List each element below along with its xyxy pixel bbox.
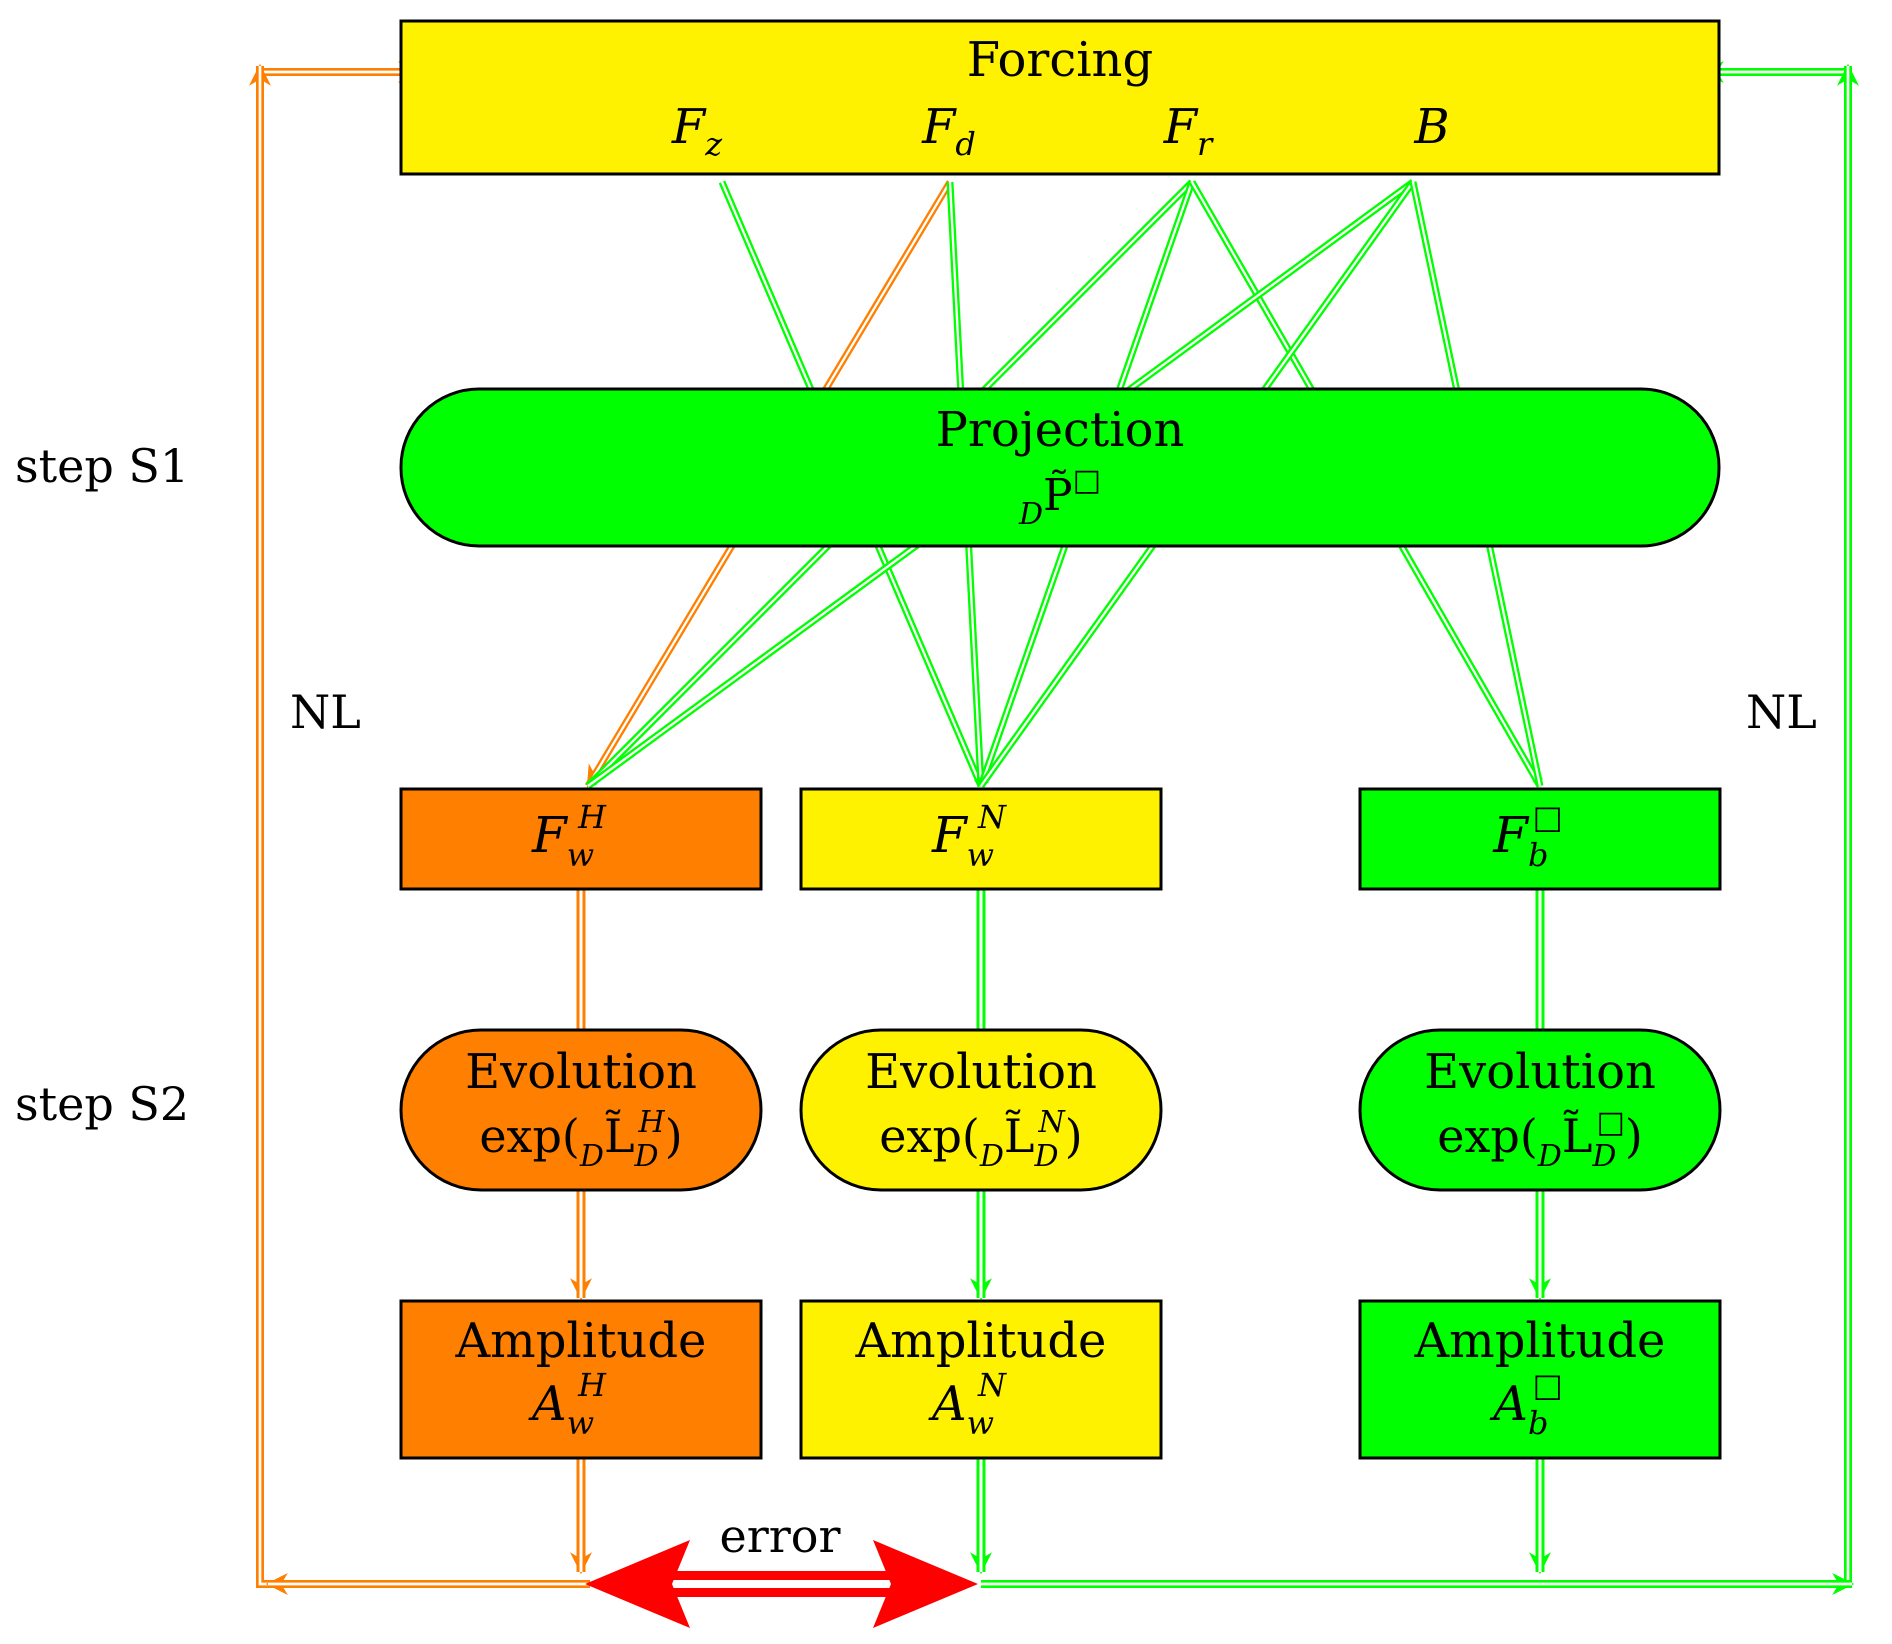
amplitude-title: Amplitude [455,1313,707,1369]
step-s2-label: step S2 [15,1077,189,1131]
nl-right-label: NL [1746,685,1817,739]
forcing-terms: Fz Fd Fr B [671,99,1450,163]
forcing-title: Forcing [967,32,1153,88]
amplitude-symbol: Ab□ [1489,1366,1562,1442]
component-forcing-box: Fb□ [1358,787,1722,891]
evolution-operator: exp(DL̃D□) [1437,1105,1643,1174]
forcing-term: Fd [921,99,976,163]
error-double-arrow [585,1540,978,1628]
component-forcing-box: FwN [799,787,1163,891]
forcing-term: B [1413,99,1449,155]
amplitude-symbol: AwN [928,1366,1007,1442]
projection-operator: DP̃□ [1018,463,1101,532]
component-forcing-label: Fb□ [1492,798,1562,874]
component-forcing-label: FwN [931,798,1007,874]
evolution-title: Evolution [1424,1044,1656,1100]
projection-title: Projection [936,402,1185,458]
component-columns: FwHEvolutionexp(DL̃DH)AmplitudeAwHFwNEvo… [399,787,1722,1460]
forcing-term: Fz [671,99,723,163]
forcing-box: Forcing Fz Fd Fr B [399,19,1721,176]
evolution-title: Evolution [865,1044,1097,1100]
step-s1-label: step S1 [15,439,189,493]
amplitude-title: Amplitude [1414,1313,1666,1369]
evolution-operator: exp(DL̃DH) [479,1105,682,1174]
error-label: error [720,1509,841,1563]
projection-box: Projection DP̃□ [399,387,1721,548]
nl-right-feedback-loop [981,61,1852,1588]
amplitude-symbol: AwH [528,1366,607,1442]
nl-left-label: NL [290,685,361,739]
component-forcing-label: FwH [531,798,607,874]
amplitude-title: Amplitude [855,1313,1107,1369]
evolution-title: Evolution [465,1044,697,1100]
component-forcing-box: FwH [399,787,763,891]
evolution-operator: exp(DL̃DN) [879,1105,1082,1174]
forcing-term: Fr [1163,99,1214,163]
